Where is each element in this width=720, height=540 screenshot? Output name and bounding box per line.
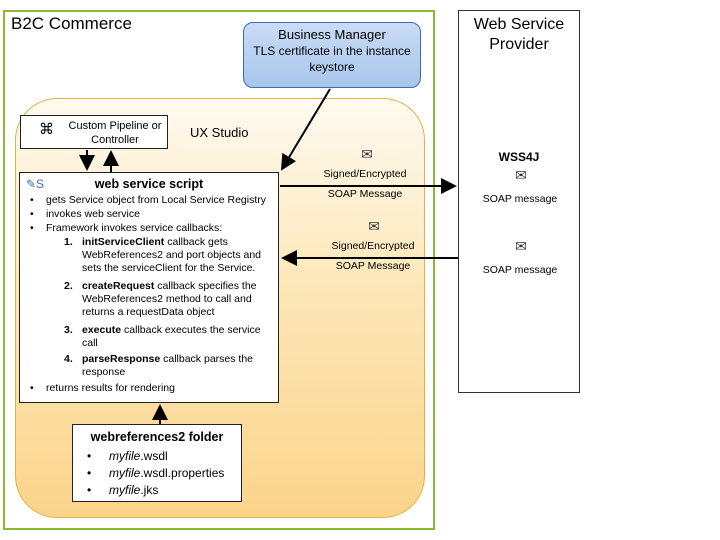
script-icon: ✎S — [26, 177, 45, 191]
script-bullet: returns results for rendering — [46, 382, 175, 394]
outbound-label: Signed/Encrypted — [323, 168, 407, 180]
bullet-icon: • — [87, 449, 92, 463]
pipeline-icon: ⌘ — [39, 121, 54, 138]
b2c-commerce-title: B2C Commerce — [11, 14, 132, 33]
callback-name: parseResponse — [82, 353, 161, 365]
file-name: myfile — [109, 466, 141, 480]
ux-studio-title: UX Studio — [190, 125, 249, 140]
business-manager-title: Business Manager — [278, 27, 386, 42]
bullet-icon: • — [30, 194, 34, 206]
web-service-script-box: ✎S web service script • gets Service obj… — [19, 172, 279, 403]
bullet-icon: • — [30, 382, 34, 394]
business-manager-box: Business Manager TLS certificate in the … — [243, 22, 421, 88]
script-bullet: invokes web service — [46, 208, 140, 220]
file-ext: .wsdl.properties — [140, 466, 225, 480]
bullet-icon: • — [30, 208, 34, 220]
webreferences2-title: webreferences2 folder — [90, 430, 224, 444]
file-ext: .wsdl — [140, 449, 168, 463]
callback-desc: callback gets WebReferences2 and port ob… — [82, 236, 262, 274]
envelope-icon: ✉ — [368, 218, 380, 234]
file-item: myfile.wsdl — [109, 449, 168, 463]
custom-pipeline-label: Custom Pipeline or Controller — [68, 120, 162, 146]
file-ext: .jks — [140, 483, 159, 497]
callback-name: initServiceClient — [82, 236, 165, 248]
outbound-label: SOAP Message — [327, 188, 403, 200]
file-name: myfile — [109, 449, 141, 463]
envelope-icon: ✉ — [361, 146, 373, 162]
bullet-icon: • — [87, 466, 92, 480]
bullet-icon: • — [87, 483, 92, 497]
callback-step: createRequest callback specifies the Web… — [82, 280, 272, 319]
file-name: myfile — [109, 483, 141, 497]
soap-message-label: SOAP message — [482, 193, 558, 205]
callback-desc: callback parses the response — [82, 353, 254, 378]
business-manager-arrow — [280, 88, 331, 171]
inbound-label: SOAP Message — [335, 260, 411, 272]
callback-step: execute callback executes the service ca… — [82, 324, 272, 350]
webreferences2-folder-box: webreferences2 folder • myfile.wsdl • my… — [72, 424, 242, 502]
script-bullet: gets Service object from Local Service R… — [46, 194, 267, 206]
file-item: myfile.wsdl.properties — [109, 466, 224, 480]
custom-pipeline-box: ⌘ Custom Pipeline or Controller — [20, 115, 168, 149]
file-item: myfile.jks — [109, 483, 158, 497]
business-manager-desc: TLS certificate in the instance keystore — [253, 44, 411, 74]
callback-name: execute — [82, 324, 122, 336]
inbound-label: Signed/Encrypted — [331, 240, 415, 252]
step-number: 2. — [64, 280, 73, 292]
soap-message-label: SOAP message — [482, 264, 558, 276]
web-service-provider-title: Web Service Provider — [473, 16, 565, 53]
wss4j-label: WSS4J — [498, 150, 540, 164]
step-number: 1. — [64, 236, 73, 248]
script-bullet: Framework invokes service callbacks: — [46, 222, 223, 234]
callback-desc: callback specifies the WebReferences2 me… — [82, 280, 257, 318]
step-number: 3. — [64, 324, 73, 336]
callback-step: initServiceClient callback gets WebRefer… — [82, 236, 272, 275]
b2c-commerce-frame — [3, 10, 435, 530]
callback-desc: callback executes the service call — [82, 324, 261, 349]
envelope-icon: ✉ — [515, 238, 527, 254]
callback-name: createRequest — [82, 280, 155, 292]
bullet-icon: • — [30, 222, 34, 234]
callback-step: parseResponse callback parses the respon… — [82, 353, 272, 379]
step-number: 4. — [64, 353, 73, 365]
web-service-provider-box: Web Service Provider — [458, 10, 580, 393]
envelope-icon: ✉ — [515, 167, 527, 183]
script-title: web service script — [94, 177, 204, 191]
